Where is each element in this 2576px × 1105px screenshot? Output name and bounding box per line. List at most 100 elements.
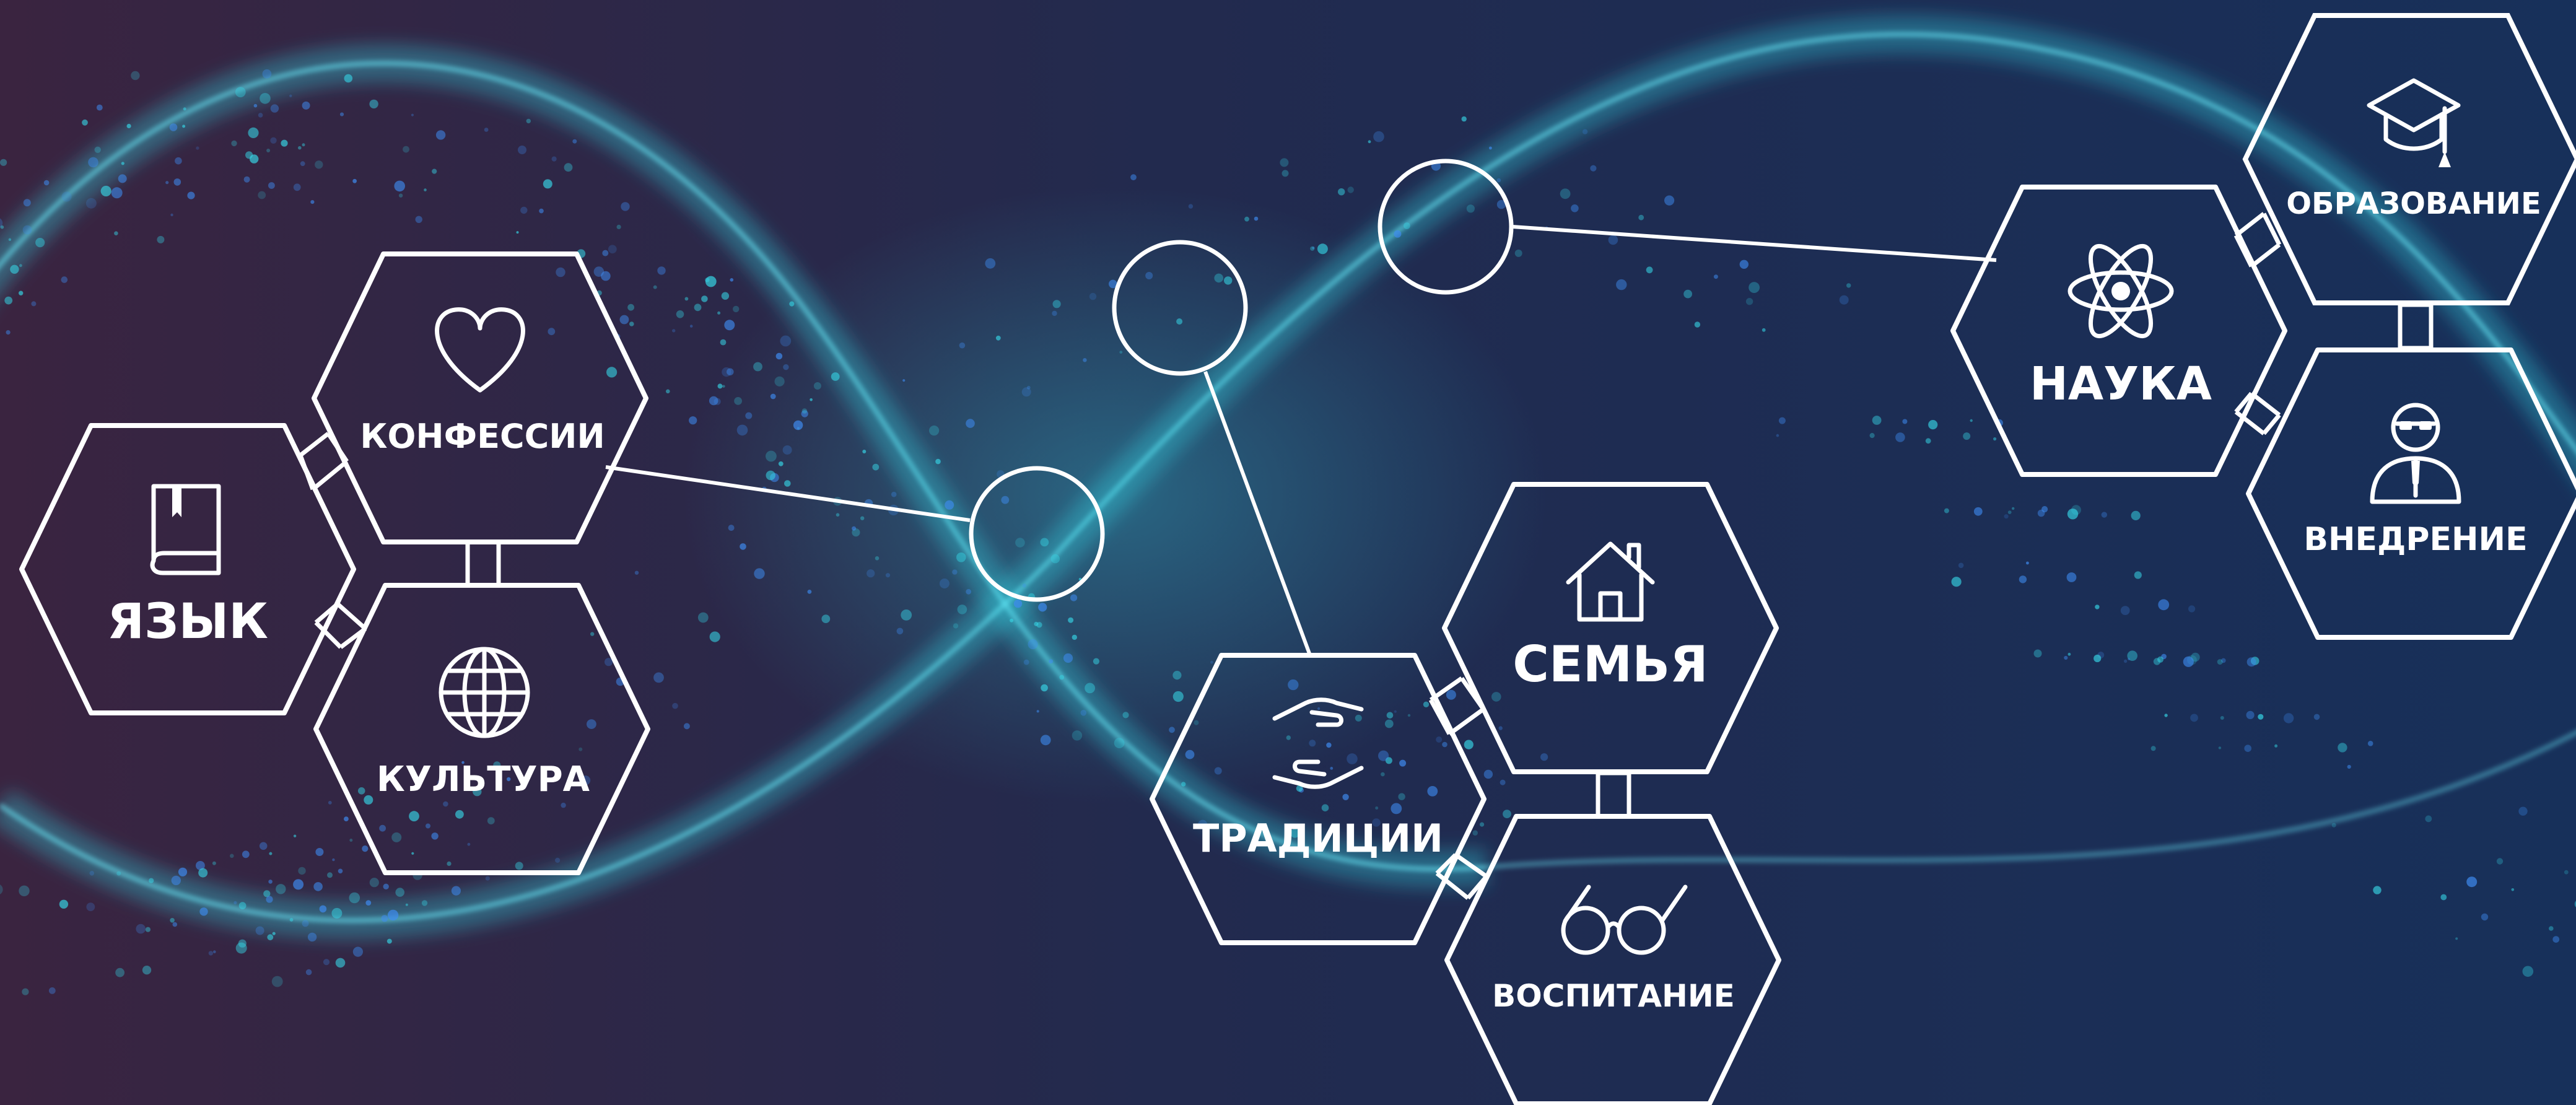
particle-dot [957,605,967,614]
particle-dot [1188,204,1194,209]
particle-dot [2158,599,2170,611]
particle-dot [1321,804,1329,811]
particle-dot [810,398,813,401]
particle-dot [1310,246,1315,251]
particle-dot [0,225,4,229]
helix-node-ring [1378,159,1514,295]
particle-dot [653,672,664,683]
particle-dot [2004,514,2009,519]
connector-line [1203,370,1311,655]
particle-dot [349,839,353,842]
particle-dot [2518,806,2528,816]
particle-dot [1385,757,1392,764]
particle-dot [267,934,274,941]
particle-dot [709,396,718,406]
particle-dot [411,852,414,855]
particle-dot [1391,803,1402,815]
particle-dot [1970,419,1973,422]
particle-dot [1290,829,1299,838]
particle-dot [1093,658,1099,665]
particle-dot [1560,188,1571,199]
particle-dot [526,118,531,124]
particle-dot [235,87,246,98]
helix-node-ring [1112,240,1248,376]
particle-dot [2466,876,2478,888]
particle-dot [891,491,897,497]
particle-dot [339,112,344,116]
particle-dot [1394,710,1397,713]
particle-dot [121,162,124,165]
atom-icon [2067,243,2174,339]
particle-dot [2440,894,2447,901]
particle-dot [1384,719,1394,728]
particle-dot [867,569,875,578]
particle-dot [268,182,275,189]
particle-dot [270,137,277,144]
particle-dot [697,612,709,623]
particle-dot [1503,810,1511,818]
particle-dot [2246,657,2256,667]
particle-dot [1198,819,1208,829]
particle-dot [48,987,56,994]
particle-dot [2134,571,2142,579]
particle-dot [734,397,742,405]
particle-dot [2188,605,2196,613]
particle-dot [208,951,214,956]
particle-dot [520,206,528,214]
particle-dot [1312,247,1315,250]
particle-dot [313,882,323,891]
particle-dot [1023,659,1029,665]
particle-dot [2164,714,2168,717]
particle-dot [352,178,357,183]
particle-dot [1347,186,1354,193]
particle-dot [561,802,566,808]
particle-dot [766,450,777,462]
particle-dot [300,161,305,167]
particle-dot [271,976,283,987]
particle-dot [1355,714,1362,722]
connector-lines [605,225,1997,655]
particle-dot [2221,658,2226,663]
particle-dot [349,892,360,904]
particle-dot [1571,204,1579,212]
particle-dot [484,128,489,132]
particle-dot [657,266,666,275]
particle-dot [1059,675,1065,680]
particle-dot [293,834,297,837]
particle-dot [1041,684,1048,692]
particle-dot [780,335,792,347]
connector-line [605,465,971,522]
particle-dot [801,408,808,414]
particle-dot [1317,707,1321,710]
particle-dot [1028,639,1038,650]
particle-dot [2101,512,2107,518]
particle-dot [2313,714,2320,720]
particle-dot [590,632,595,636]
particle-dot [305,969,312,976]
particle-dot [1846,283,1851,288]
particle-dot [1375,806,1379,810]
hex-node-traditsii: ТРАДИЦИИ [1150,653,1487,945]
particle-dot [1386,712,1394,719]
particle-dot [307,932,317,942]
hex-label-traditsii: ТРАДИЦИИ [1193,816,1443,861]
particle-dot [1185,749,1195,759]
particle-dot [142,966,152,975]
particle-dot [516,231,519,234]
particle-dot [487,817,495,824]
particle-dot [1280,158,1289,167]
particle-dot [543,179,552,189]
particle-dot [1778,417,1786,424]
particle-dot [1068,617,1074,623]
particle-dot [705,276,717,287]
house-icon [1566,541,1655,622]
particle-dot [1399,759,1407,767]
particle-dot [1869,433,1875,439]
particle-dot [783,364,789,370]
particle-dot [114,231,118,236]
particle-dot [1194,720,1199,725]
particle-dot [0,218,3,228]
particle-dot [2128,658,2131,660]
particle-dot [323,959,330,966]
particle-dot [801,410,808,417]
